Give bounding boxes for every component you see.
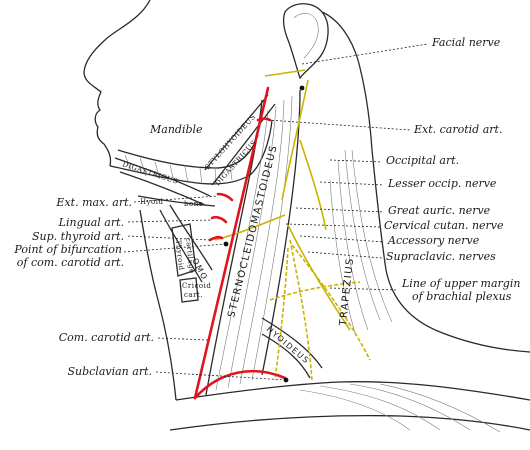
ear-inner — [293, 13, 319, 59]
label-bifurcation-1: Point of bifurcation — [13, 243, 122, 256]
lesser-occipital-nerve — [299, 139, 327, 231]
leader-lingual — [127, 219, 213, 223]
label-facial-nerve: Facial nerve — [431, 36, 501, 49]
brachial-plexus-line — [269, 281, 361, 301]
subclavian-artery — [193, 369, 287, 400]
digastric-belly — [114, 157, 211, 206]
mandible-hatching — [124, 154, 233, 185]
label-subclavian: Subclavian art. — [67, 365, 152, 378]
thyroid-cartilage — [171, 223, 197, 277]
common-carotid-artery — [193, 86, 270, 400]
label-line-upper-2: of brachial plexus — [412, 290, 512, 303]
label-cricoid-1: Cricoid — [182, 282, 211, 290]
ext-max-artery-stub — [216, 192, 234, 202]
label-occipital-art: Occipital art. — [386, 154, 459, 167]
hyoid-bone — [137, 195, 216, 207]
label-cricoid-2: cart. — [184, 291, 203, 299]
occipital-artery-stub — [256, 117, 272, 122]
dot-subclavian — [283, 377, 289, 383]
lingual-artery-stub — [210, 215, 228, 224]
facial-nerve-line — [264, 69, 306, 77]
dot-bifurcation — [223, 241, 229, 247]
leader-cervical-cutan — [285, 223, 381, 228]
supraclavicular-nerves-2 — [291, 244, 371, 361]
label-lesser-occip: Lesser occip. nerve — [387, 177, 497, 190]
leader-com-carotid — [157, 337, 209, 341]
ear-outline — [282, 3, 329, 80]
label-com-carotid: Com. carotid art. — [59, 331, 154, 344]
stylohyoid-belly — [204, 94, 276, 186]
label-bifurcation-2: of com. carotid art. — [17, 256, 124, 269]
label-ext-carotid: Ext. carotid art. — [413, 123, 502, 136]
label-ext-max: Ext. max. art. — [55, 196, 132, 209]
label-cervical-cutan: Cervical cutan. nerve — [384, 219, 504, 232]
omohyoid-lower — [261, 317, 323, 379]
leader-supraclavic — [307, 251, 383, 259]
mandible-inner — [117, 134, 259, 169]
sup-thyroid-artery-stub — [208, 235, 224, 242]
cricoid-cartilage — [179, 277, 199, 303]
label-supraclavic: Supraclavic. nerves — [386, 250, 496, 263]
leader-great-auric — [295, 207, 385, 213]
leader-subclavian — [155, 371, 287, 381]
face-profile — [83, 0, 151, 167]
label-bone: bone — [184, 200, 203, 208]
label-lingual: Lingual art. — [58, 216, 124, 229]
leader-ext-carotid — [267, 119, 411, 131]
label-hyoideus: HYOIDEUS — [265, 325, 312, 366]
great-auric-nerve — [281, 79, 309, 201]
label-mandible: Mandible — [149, 123, 203, 136]
label-trapezius: TRAPEZIUS — [338, 257, 356, 328]
label-thyroid-cartilage-1: Thyroid — [174, 239, 185, 271]
dot-facial — [299, 85, 305, 91]
leader-occipital-art — [329, 159, 383, 163]
neck-front-outline — [139, 209, 177, 401]
trapezius-hatching — [329, 149, 393, 337]
clavicle-outline — [175, 381, 530, 401]
leader-lesser-occip — [319, 181, 385, 186]
label-hyoid: Hyoid — [140, 198, 164, 206]
label-great-auric: Great auric. nerve — [388, 204, 491, 217]
leader-accessory — [299, 235, 385, 243]
leader-facial-nerve — [301, 43, 429, 65]
shoulder-lower — [169, 414, 530, 431]
leader-sup-thyroid — [127, 235, 211, 241]
shoulder-hatching — [299, 383, 501, 433]
label-sup-thyroid: Sup. thyroid art. — [32, 230, 124, 243]
neck-back-outline — [321, 11, 530, 353]
label-thyroid-cartilage-2: cartilage — [184, 237, 196, 274]
label-accessory: Accessory nerve — [387, 234, 480, 247]
leader-line-upper — [329, 287, 399, 291]
scm-muscle-hatching — [215, 95, 293, 391]
leader-bifurcation — [123, 243, 227, 253]
label-line-upper-1: Line of upper margin — [401, 277, 520, 290]
